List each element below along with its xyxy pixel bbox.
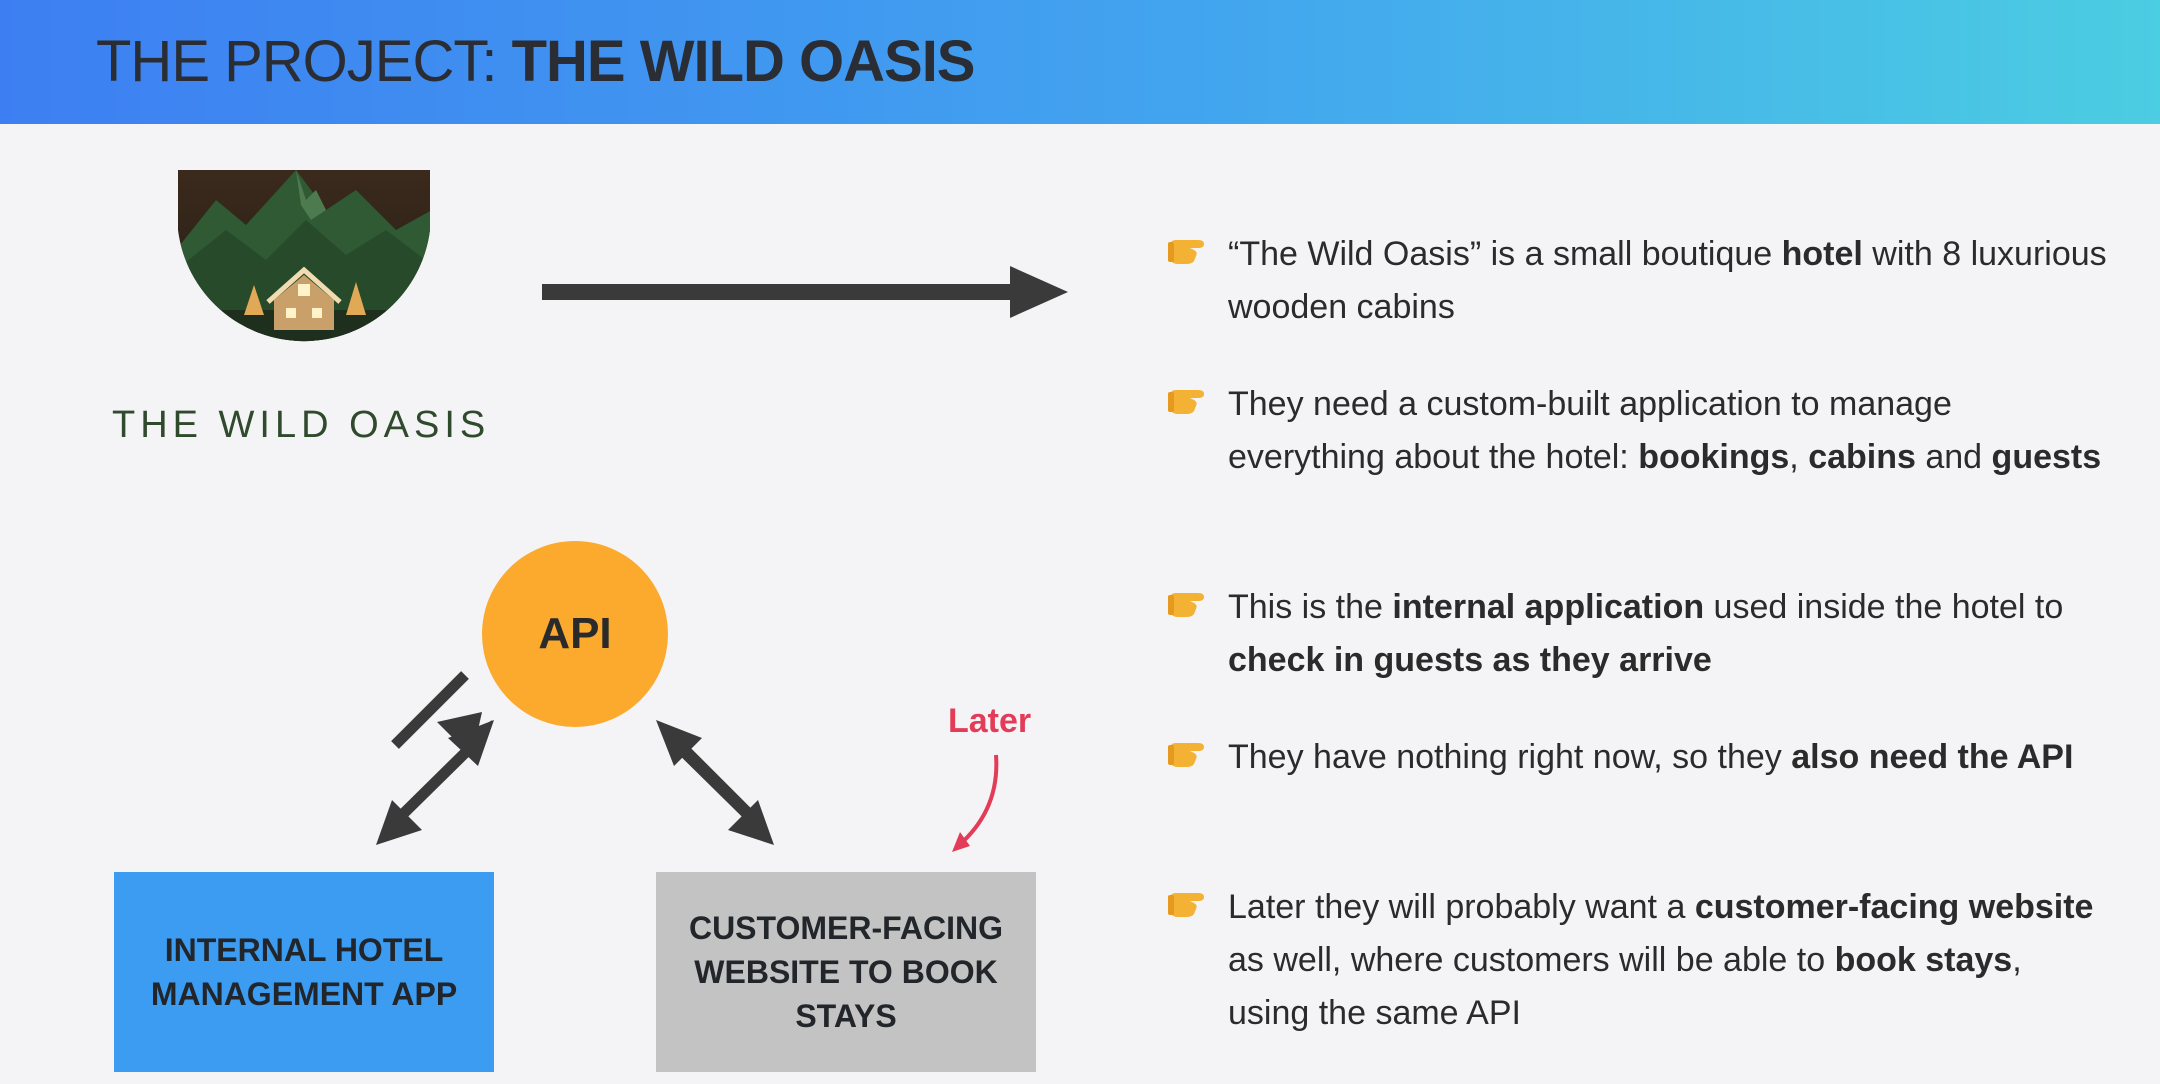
- wild-oasis-logo: [178, 170, 430, 342]
- bullet-text: “The Wild Oasis” is a small boutique hot…: [1228, 228, 2108, 334]
- pointing-hand-icon: [1168, 893, 1204, 917]
- bullet-text: This is the internal application used in…: [1228, 581, 2108, 687]
- bullet-text: They have nothing right now, so they als…: [1228, 731, 2108, 784]
- page-title: THE PROJECT: THE WILD OASIS: [96, 18, 975, 106]
- bullet-segment: and: [1915, 438, 1992, 476]
- internal-app-box: INTERNAL HOTEL MANAGEMENT APP: [114, 872, 494, 1072]
- bullet-segment: , using the same API: [1228, 941, 2022, 1032]
- later-label: Later: [948, 702, 1032, 740]
- bullet-emphasis: guests: [1991, 438, 2102, 476]
- bullet-emphasis: book stays: [1834, 941, 2013, 979]
- pointing-hand-icon: [1168, 743, 1204, 767]
- bullet-text: Later they will probably want a customer…: [1228, 881, 2108, 1040]
- later-arrow-head: [952, 832, 970, 852]
- header-bar: THE PROJECT: THE WILD OASIS: [0, 0, 2160, 124]
- arrow-api-internal: [391, 671, 492, 757]
- customer-site-box: CUSTOMER-FACING WEBSITE TO BOOK STAYS: [656, 872, 1036, 1072]
- bullet-emphasis: bookings: [1638, 438, 1790, 476]
- bullet-segment: Later they will probably want a: [1228, 888, 1695, 926]
- api-node: API: [482, 541, 668, 727]
- bullet-segment: This is the: [1228, 588, 1393, 626]
- main-arrow: [542, 266, 1068, 318]
- bullet-text: They need a custom-built application to …: [1228, 378, 2108, 484]
- customer-site-label: CUSTOMER-FACING WEBSITE TO BOOK STAYS: [688, 910, 1004, 1034]
- bullet-emphasis: check in guests as they arrive: [1228, 641, 1712, 679]
- internal-app-label: INTERNAL HOTEL MANAGEMENT APP: [150, 932, 458, 1012]
- bullet-emphasis: internal application: [1392, 588, 1705, 626]
- bullet-segment: They need a custom-built application to …: [1228, 385, 1952, 476]
- bullet-segment: as well, where customers will be able to: [1228, 941, 1835, 979]
- bullet-segment: used inside the hotel to: [1704, 588, 2064, 626]
- pointing-hand-icon: [1168, 593, 1204, 617]
- bullet-segment: They have nothing right now, so they: [1228, 738, 1792, 776]
- bullet-emphasis: hotel: [1781, 235, 1863, 273]
- bullet-emphasis: cabins: [1808, 438, 1916, 476]
- bullet-segment: with 8 luxurious wooden cabins: [1228, 235, 2107, 326]
- logo-wordmark: THE WILD OASIS: [112, 404, 491, 446]
- bullet-emphasis: also need the API: [1791, 738, 2074, 776]
- title-prefix: THE PROJECT:: [96, 29, 512, 94]
- title-main: THE WILD OASIS: [511, 29, 976, 94]
- bullet-emphasis: customer-facing website: [1694, 888, 2094, 926]
- pointing-hand-icon: [1168, 240, 1204, 264]
- pointing-hand-icon: [1168, 390, 1204, 414]
- bullet-segment: ,: [1789, 438, 1809, 476]
- later-arrow: [956, 754, 999, 848]
- arrow-api-customer: [676, 741, 759, 824]
- bullet-segment: “The Wild Oasis” is a small boutique: [1228, 235, 1782, 273]
